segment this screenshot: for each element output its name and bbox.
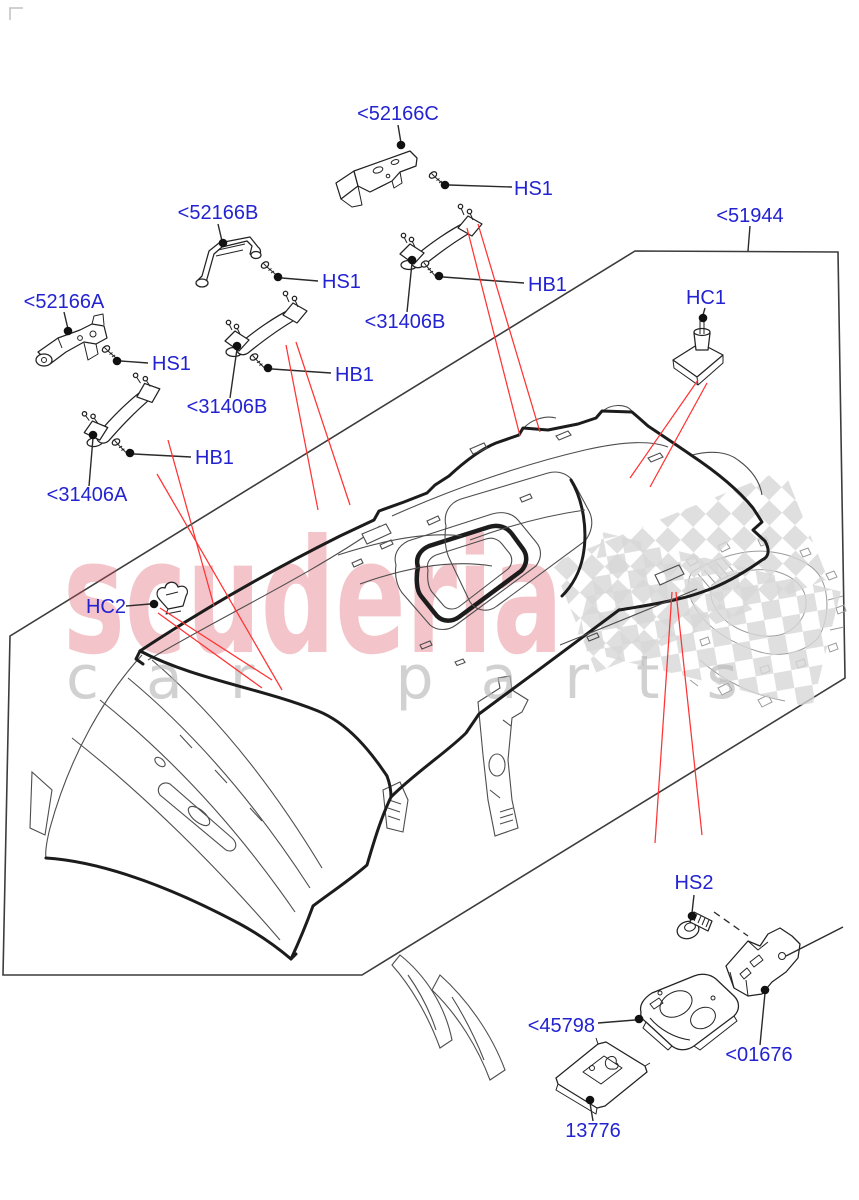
hardware-label-hb1-c: HB1 xyxy=(195,447,234,469)
hardware-label-hs1-c: HS1 xyxy=(152,353,191,375)
part-HC1-clip xyxy=(672,318,724,386)
part-HC2-clip xyxy=(156,581,189,615)
part-label-52166B[interactable]: <52166B xyxy=(178,202,259,224)
rear-shelf-art xyxy=(685,536,847,708)
screw-hb1-c xyxy=(109,436,129,455)
hardware-label-hs1-b: HS1 xyxy=(322,271,361,293)
hardware-label-hb1-a: HB1 xyxy=(528,274,567,296)
screw-hb1-b xyxy=(247,351,267,370)
part-45798-console xyxy=(639,973,740,1051)
pillar-trim-art xyxy=(382,675,529,1081)
part-label-45798[interactable]: <45798 xyxy=(528,1015,595,1037)
headliner-art xyxy=(44,404,770,961)
part-label-31406A[interactable]: <31406A xyxy=(47,484,128,506)
hardware-label-hc2: HC2 xyxy=(86,596,126,618)
part-label-31406B-right[interactable]: <31406B xyxy=(365,311,446,333)
hardware-label-hs2: HS2 xyxy=(675,872,714,894)
part-label-52166A[interactable]: <52166A xyxy=(24,291,105,313)
leader-dots xyxy=(63,140,770,1105)
part-label-52166C[interactable]: <52166C xyxy=(357,103,439,125)
part-52166A xyxy=(35,313,108,367)
part-label-13776[interactable]: 13776 xyxy=(565,1120,621,1142)
part-52166C xyxy=(335,150,418,208)
screw-hs1-b xyxy=(259,259,278,277)
hardware-label-hb1-b: HB1 xyxy=(335,364,374,386)
part-01676-bracket xyxy=(725,926,844,997)
checkered-flag-left xyxy=(552,469,828,673)
leader-lines xyxy=(63,124,766,1122)
part-label-51944[interactable]: <51944 xyxy=(716,205,783,227)
red-leader-lines xyxy=(156,223,708,844)
part-label-31406B-mid[interactable]: <31406B xyxy=(187,396,268,418)
windscreen-art xyxy=(29,654,323,941)
hardware-label-hc1: HC1 xyxy=(686,287,726,309)
part-13776-lamp xyxy=(555,1037,651,1115)
page-corner-mark xyxy=(9,7,23,20)
part-52166B xyxy=(195,236,262,288)
watermark-secondary-text: car parts xyxy=(66,643,785,713)
hardware-label-hs1-a: HS1 xyxy=(514,178,553,200)
part-labels: <52166C HS1 <52166B HB1 HS1 <51944 <3140… xyxy=(24,103,793,1142)
part-label-01676[interactable]: <01676 xyxy=(725,1044,792,1066)
diagram-frame xyxy=(2,250,846,976)
